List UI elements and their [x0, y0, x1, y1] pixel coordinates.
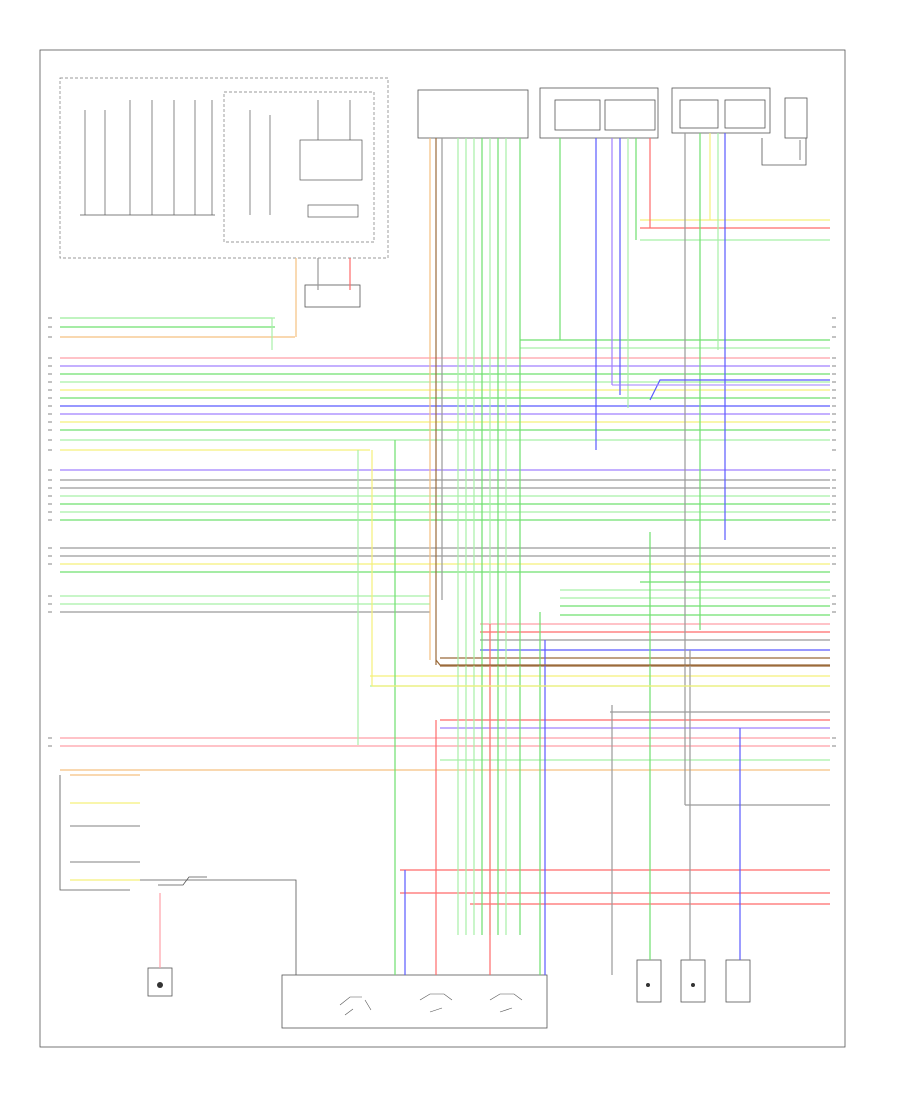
relay-box	[304, 284, 361, 308]
connector-box-2	[539, 87, 659, 139]
sensor-1-dot	[646, 983, 650, 987]
sensor-left-dot	[157, 982, 163, 988]
control-module-box	[223, 91, 375, 243]
power-distribution-box	[59, 77, 389, 259]
elbow-0	[435, 659, 830, 666]
sensor-2-dot	[691, 983, 695, 987]
wire-tick-marks	[48, 317, 836, 747]
connector-box-3	[671, 87, 771, 134]
wire-harness	[60, 133, 830, 975]
diagram-frame	[39, 49, 846, 1048]
module-switches	[339, 993, 523, 1016]
connector-box-1	[417, 89, 529, 139]
left-feed-line	[130, 879, 297, 975]
elbow-3	[649, 379, 830, 401]
transmission-module-box	[281, 974, 548, 1029]
bottom-sensor-2	[680, 959, 706, 1003]
left-switch-contact	[158, 876, 207, 886]
left-switch-bracket	[59, 775, 130, 891]
sensor-box-e	[784, 97, 808, 139]
bottom-sensor-3	[725, 959, 751, 1003]
fuse-bars	[80, 100, 363, 218]
sensor-box-b	[604, 99, 656, 131]
sensor-box-a	[554, 99, 601, 131]
sensor-box-c	[679, 99, 719, 129]
sensor-box-d	[724, 99, 766, 129]
bottom-sensor-1	[636, 959, 662, 1003]
sensor-e-loop	[761, 138, 807, 166]
